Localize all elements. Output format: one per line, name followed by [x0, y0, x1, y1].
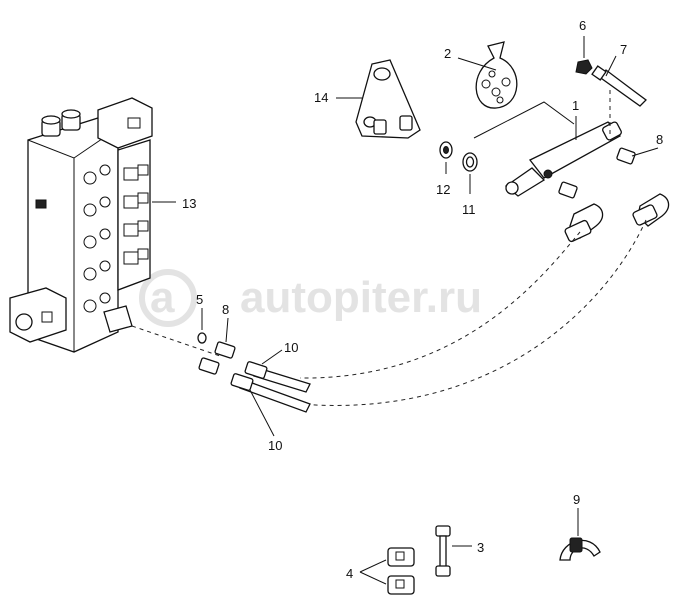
- clamp-blocks: [387, 547, 415, 595]
- watermark-text: autopiter.ru: [240, 273, 482, 322]
- callout-6: 6: [579, 18, 586, 33]
- callout-labels: 1 2 3 4 5 6 7 8 8 9 10 10 11 12 13 14: [182, 18, 663, 581]
- callout-12: 12: [436, 182, 450, 197]
- callout-10-lower: 10: [268, 438, 282, 453]
- mount-bolt: [435, 525, 451, 577]
- callout-10-upper: 10: [284, 340, 298, 355]
- callout-11: 11: [462, 202, 476, 217]
- nut: [575, 59, 593, 75]
- leader-lines: [152, 36, 659, 585]
- cylinder-hose-ends: [564, 193, 670, 243]
- valve-block: [9, 97, 153, 353]
- hose-clip: [559, 537, 601, 561]
- cylinder-fittings: [558, 147, 636, 199]
- callout-2: 2: [444, 46, 451, 61]
- callout-7: 7: [620, 42, 627, 57]
- callout-8-valve: 8: [222, 302, 229, 317]
- watermark-logo-glyph: a: [150, 273, 175, 322]
- hoses: [230, 219, 647, 413]
- callout-8-cylinder: 8: [656, 132, 663, 147]
- parts-bag: [475, 41, 518, 109]
- callout-13: 13: [182, 196, 196, 211]
- valve-fittings: [131, 325, 236, 375]
- callout-5: 5: [196, 292, 203, 307]
- callout-14: 14: [314, 90, 328, 105]
- bolt: [591, 65, 647, 107]
- callout-9: 9: [573, 492, 580, 507]
- watermark: a autopiter.ru: [139, 269, 482, 327]
- hydraulic-cylinder: [504, 88, 622, 197]
- callout-3: 3: [477, 540, 484, 555]
- washers: [439, 141, 478, 172]
- callout-4: 4: [346, 566, 353, 581]
- bracket: [355, 59, 421, 139]
- callout-1: 1: [572, 98, 579, 113]
